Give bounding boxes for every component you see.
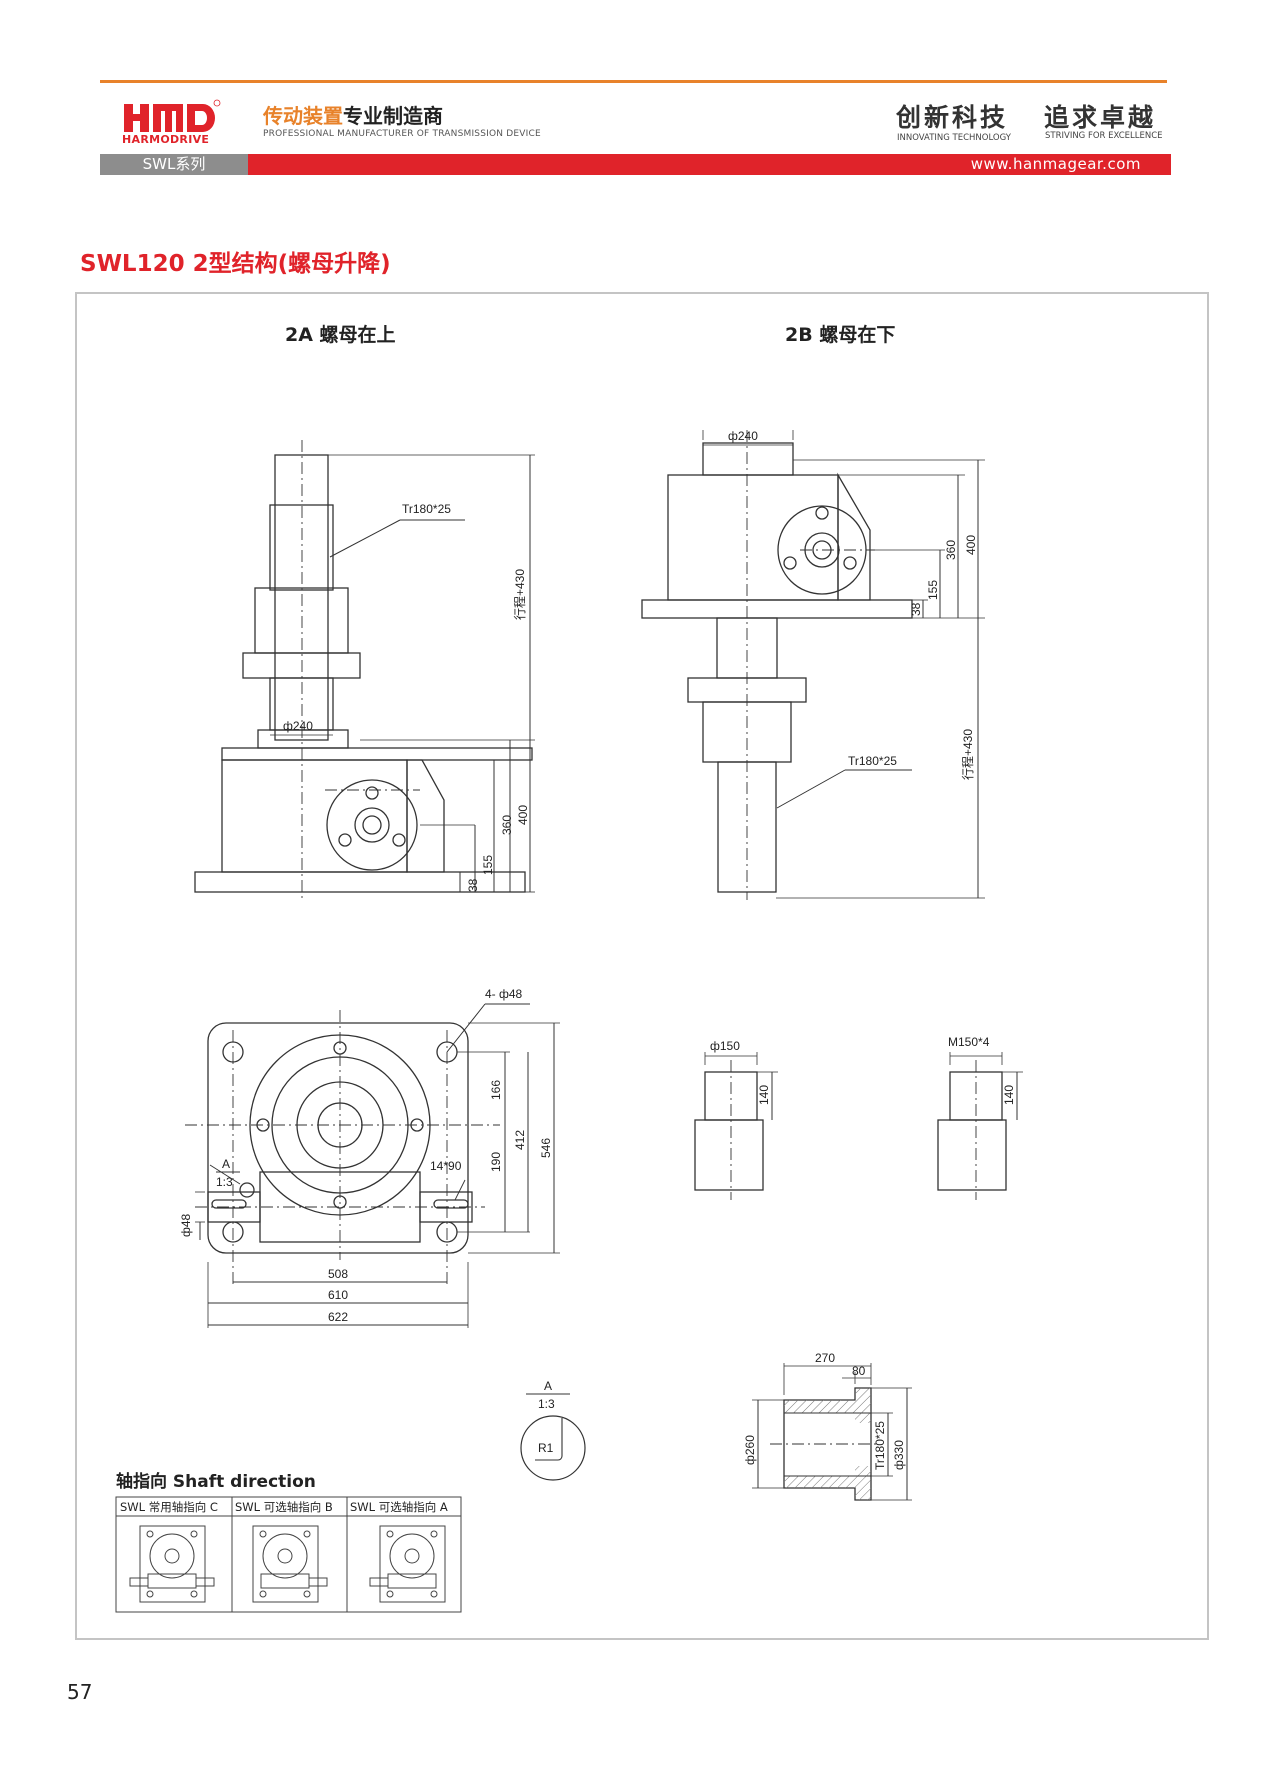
tagline-cn-orange: 传动装置 [263, 104, 343, 128]
nut-d260: ф260 [743, 1435, 757, 1465]
page-title: SWL120 2型结构(螺母升降) [80, 251, 391, 277]
view-2b-drawing [641, 430, 985, 900]
shaft-dir-label-a: SWL 可选轴指向 A [350, 1500, 448, 1514]
2b-stroke-label: 行程+430 [960, 729, 975, 780]
view-2a-title: 2A 螺母在上 [285, 324, 396, 346]
shaft-direction-icon-c [129, 1525, 215, 1603]
plan-holes-label: 4- ф48 [485, 987, 523, 1001]
slogan-striving: 追求卓越 [1044, 103, 1157, 132]
plan-w508: 508 [328, 1267, 348, 1281]
website-bar[interactable]: www.hanmagear.com [248, 154, 1171, 175]
nut-d330: ф330 [892, 1440, 906, 1470]
detail-a-radius: R1 [538, 1441, 554, 1455]
detail-a-label: A [544, 1379, 552, 1393]
shaft-right-thread: M150*4 [948, 1035, 990, 1049]
2b-thread-label: Tr180*25 [848, 754, 897, 768]
shaft-right-h: 140 [1002, 1085, 1016, 1105]
nut-section-drawing [752, 1363, 912, 1501]
2a-dia-label: ф240 [283, 719, 313, 733]
slogan-innovating: 创新科技 [896, 103, 1009, 132]
shaft-dir-label-c: SWL 常用轴指向 C [120, 1500, 218, 1514]
view-2a-drawing [194, 440, 535, 900]
plan-detail-a: A [222, 1157, 230, 1171]
2b-h38: 38 [909, 602, 923, 616]
2a-h155: 155 [481, 855, 495, 875]
tagline-cn: 传动装置专业制造商 [263, 100, 443, 129]
2b-h400: 400 [964, 535, 978, 555]
series-tab: SWL系列 [100, 154, 248, 175]
shaft-direction-icon-a [369, 1525, 446, 1603]
tagline-en: PROFESSIONAL MANUFACTURER OF TRANSMISSIO… [263, 129, 541, 139]
nut-w270: 270 [815, 1351, 835, 1365]
shaft-direction-table [115, 1496, 462, 1613]
plan-w610: 610 [328, 1288, 348, 1302]
plan-w622: 622 [328, 1310, 348, 1324]
hmd-logo-icon [124, 99, 221, 132]
drawing-frame [75, 292, 1209, 1640]
tagline-cn-black: 专业制造商 [343, 104, 443, 128]
2a-h400: 400 [516, 805, 530, 825]
view-2b-title: 2B 螺母在下 [785, 324, 896, 346]
slogan-innovating-en: INNOVATING TECHNOLOGY [897, 133, 1011, 143]
shaft-direction-title: 轴指向 Shaft direction [116, 1472, 316, 1492]
shaft-ends-drawing [694, 1052, 1023, 1200]
nut-w80: 80 [852, 1364, 866, 1378]
2a-h360: 360 [500, 815, 514, 835]
shaft-left-dia: ф150 [710, 1039, 740, 1053]
shaft-direction-icon-b [252, 1525, 328, 1603]
slogan-striving-en: STRIVING FOR EXCELLENCE [1045, 131, 1163, 141]
2b-h155: 155 [926, 580, 940, 600]
2b-dia-label: ф240 [728, 429, 758, 443]
detail-a-drawing [520, 1393, 586, 1481]
2a-stroke-label: 行程+430 [512, 569, 527, 620]
plan-shaft-dia: ф48 [179, 1213, 193, 1237]
2a-thread-label: Tr180*25 [402, 502, 451, 516]
nut-thread: Tr180*25 [873, 1421, 887, 1470]
plan-scale: 1:3 [216, 1175, 233, 1189]
page-number: 57 [67, 1680, 93, 1704]
header-rule [100, 80, 1167, 83]
plan-d166: 166 [489, 1080, 503, 1100]
plan-d190: 190 [489, 1152, 503, 1172]
2a-h38: 38 [466, 878, 480, 892]
shaft-left-h: 140 [757, 1085, 771, 1105]
shaft-dir-label-b: SWL 可选轴指向 B [235, 1500, 333, 1514]
logo-wordmark: HARMODRIVE [122, 133, 210, 146]
detail-a-scale: 1:3 [538, 1397, 555, 1411]
2b-h360: 360 [944, 540, 958, 560]
plan-d546: 546 [539, 1138, 553, 1158]
plan-d412: 412 [513, 1130, 527, 1150]
plan-key-label: 14*90 [430, 1159, 462, 1173]
plan-view-drawing [185, 1003, 560, 1328]
